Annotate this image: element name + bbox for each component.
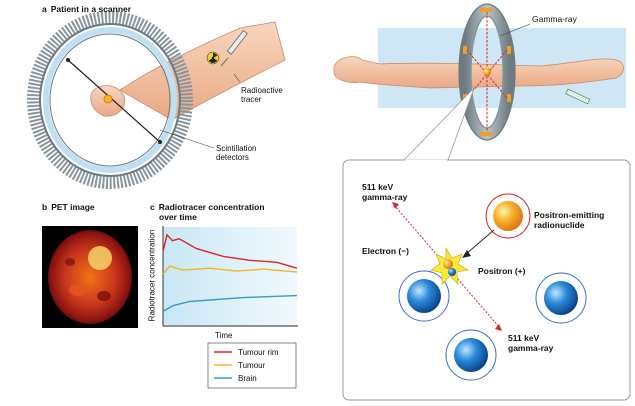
inset-box xyxy=(342,159,631,401)
atom-sphere-1 xyxy=(407,279,441,313)
panel-c-title-line1: Radiotracer concentration xyxy=(158,202,265,212)
label-gamma-bottom-line1: 511 keV xyxy=(508,333,540,343)
pet-image xyxy=(42,226,138,328)
legend-label-tumour-rim: Tumour rim xyxy=(238,348,279,357)
scanner-side-view xyxy=(333,3,626,141)
syringe-icon xyxy=(220,30,248,67)
curve-tumour xyxy=(162,265,298,275)
annihilation-point-a xyxy=(103,94,113,104)
curve-brain xyxy=(162,294,298,312)
label-gamma-top-line2: gamma-ray xyxy=(362,192,408,202)
positron-sphere xyxy=(448,268,456,276)
electron-sphere xyxy=(443,259,453,269)
concentration-chart xyxy=(162,226,298,389)
label-gamma-bottom-line2: gamma-ray xyxy=(508,343,554,353)
label-positron: Positron (+) xyxy=(478,266,526,276)
label-electron: Electron (−) xyxy=(362,246,409,256)
panel-b-letter: b xyxy=(42,202,48,212)
chart-plot-area xyxy=(163,227,297,325)
label-gamma-top: 511 keV gamma-ray xyxy=(362,182,407,202)
iv-syringe-icon xyxy=(565,88,591,105)
label-detectors-line2: detectors xyxy=(216,153,249,162)
label-positron-emitting-line1: Positron-emitting xyxy=(534,210,605,220)
gamma-arrow-top xyxy=(392,202,399,209)
label-tracer-line1: Radioactive xyxy=(241,86,283,95)
label-positron-emitting: Positron-emitting radionuclide xyxy=(534,210,604,230)
label-gamma-bottom: 511 keV gamma-ray xyxy=(508,333,553,353)
atom-sphere-2 xyxy=(544,281,578,315)
panel-a-title: Patient in a scanner xyxy=(50,4,132,14)
patient-body-side xyxy=(333,56,624,89)
label-detectors-line1: Scintillation xyxy=(216,144,257,153)
legend-label-tumour: Tumour xyxy=(238,361,266,370)
gamma-arrow-bottom xyxy=(495,324,502,331)
radiation-icon xyxy=(206,51,220,65)
gamma-ray-line-a xyxy=(67,59,161,143)
radionuclide-sphere xyxy=(493,201,523,231)
label-positron-emitting-line2: radionuclide xyxy=(534,220,585,230)
scanner-ring-outer xyxy=(27,11,193,189)
panel-c-title-line2: over time xyxy=(159,212,197,222)
annihilation-point-side xyxy=(483,68,491,76)
scintillation-detectors xyxy=(43,27,177,173)
label-gamma-ray: Gamma-ray xyxy=(532,14,577,24)
scanner-illustration xyxy=(27,11,286,189)
annihilation-inset xyxy=(342,87,631,401)
panel-c-letter: c xyxy=(150,202,155,212)
label-tracer-line2: tracer xyxy=(241,95,262,104)
panel-a-letter: a xyxy=(42,4,47,14)
curve-tumour-rim xyxy=(162,233,298,269)
chart-ylabel: Radiotracer concentration xyxy=(147,229,157,322)
label-scintillation-detectors: Scintillation detectors xyxy=(216,144,256,162)
chart-xlabel: Time xyxy=(215,331,233,340)
patient-body xyxy=(119,21,286,121)
label-gamma-top-line1: 511 keV xyxy=(362,182,394,192)
atom-sphere-3 xyxy=(454,338,488,372)
legend-label-brain: Brain xyxy=(238,374,257,383)
panel-b-title: PET image xyxy=(51,202,95,212)
label-radioactive-tracer: Radioactive tracer xyxy=(241,86,283,104)
